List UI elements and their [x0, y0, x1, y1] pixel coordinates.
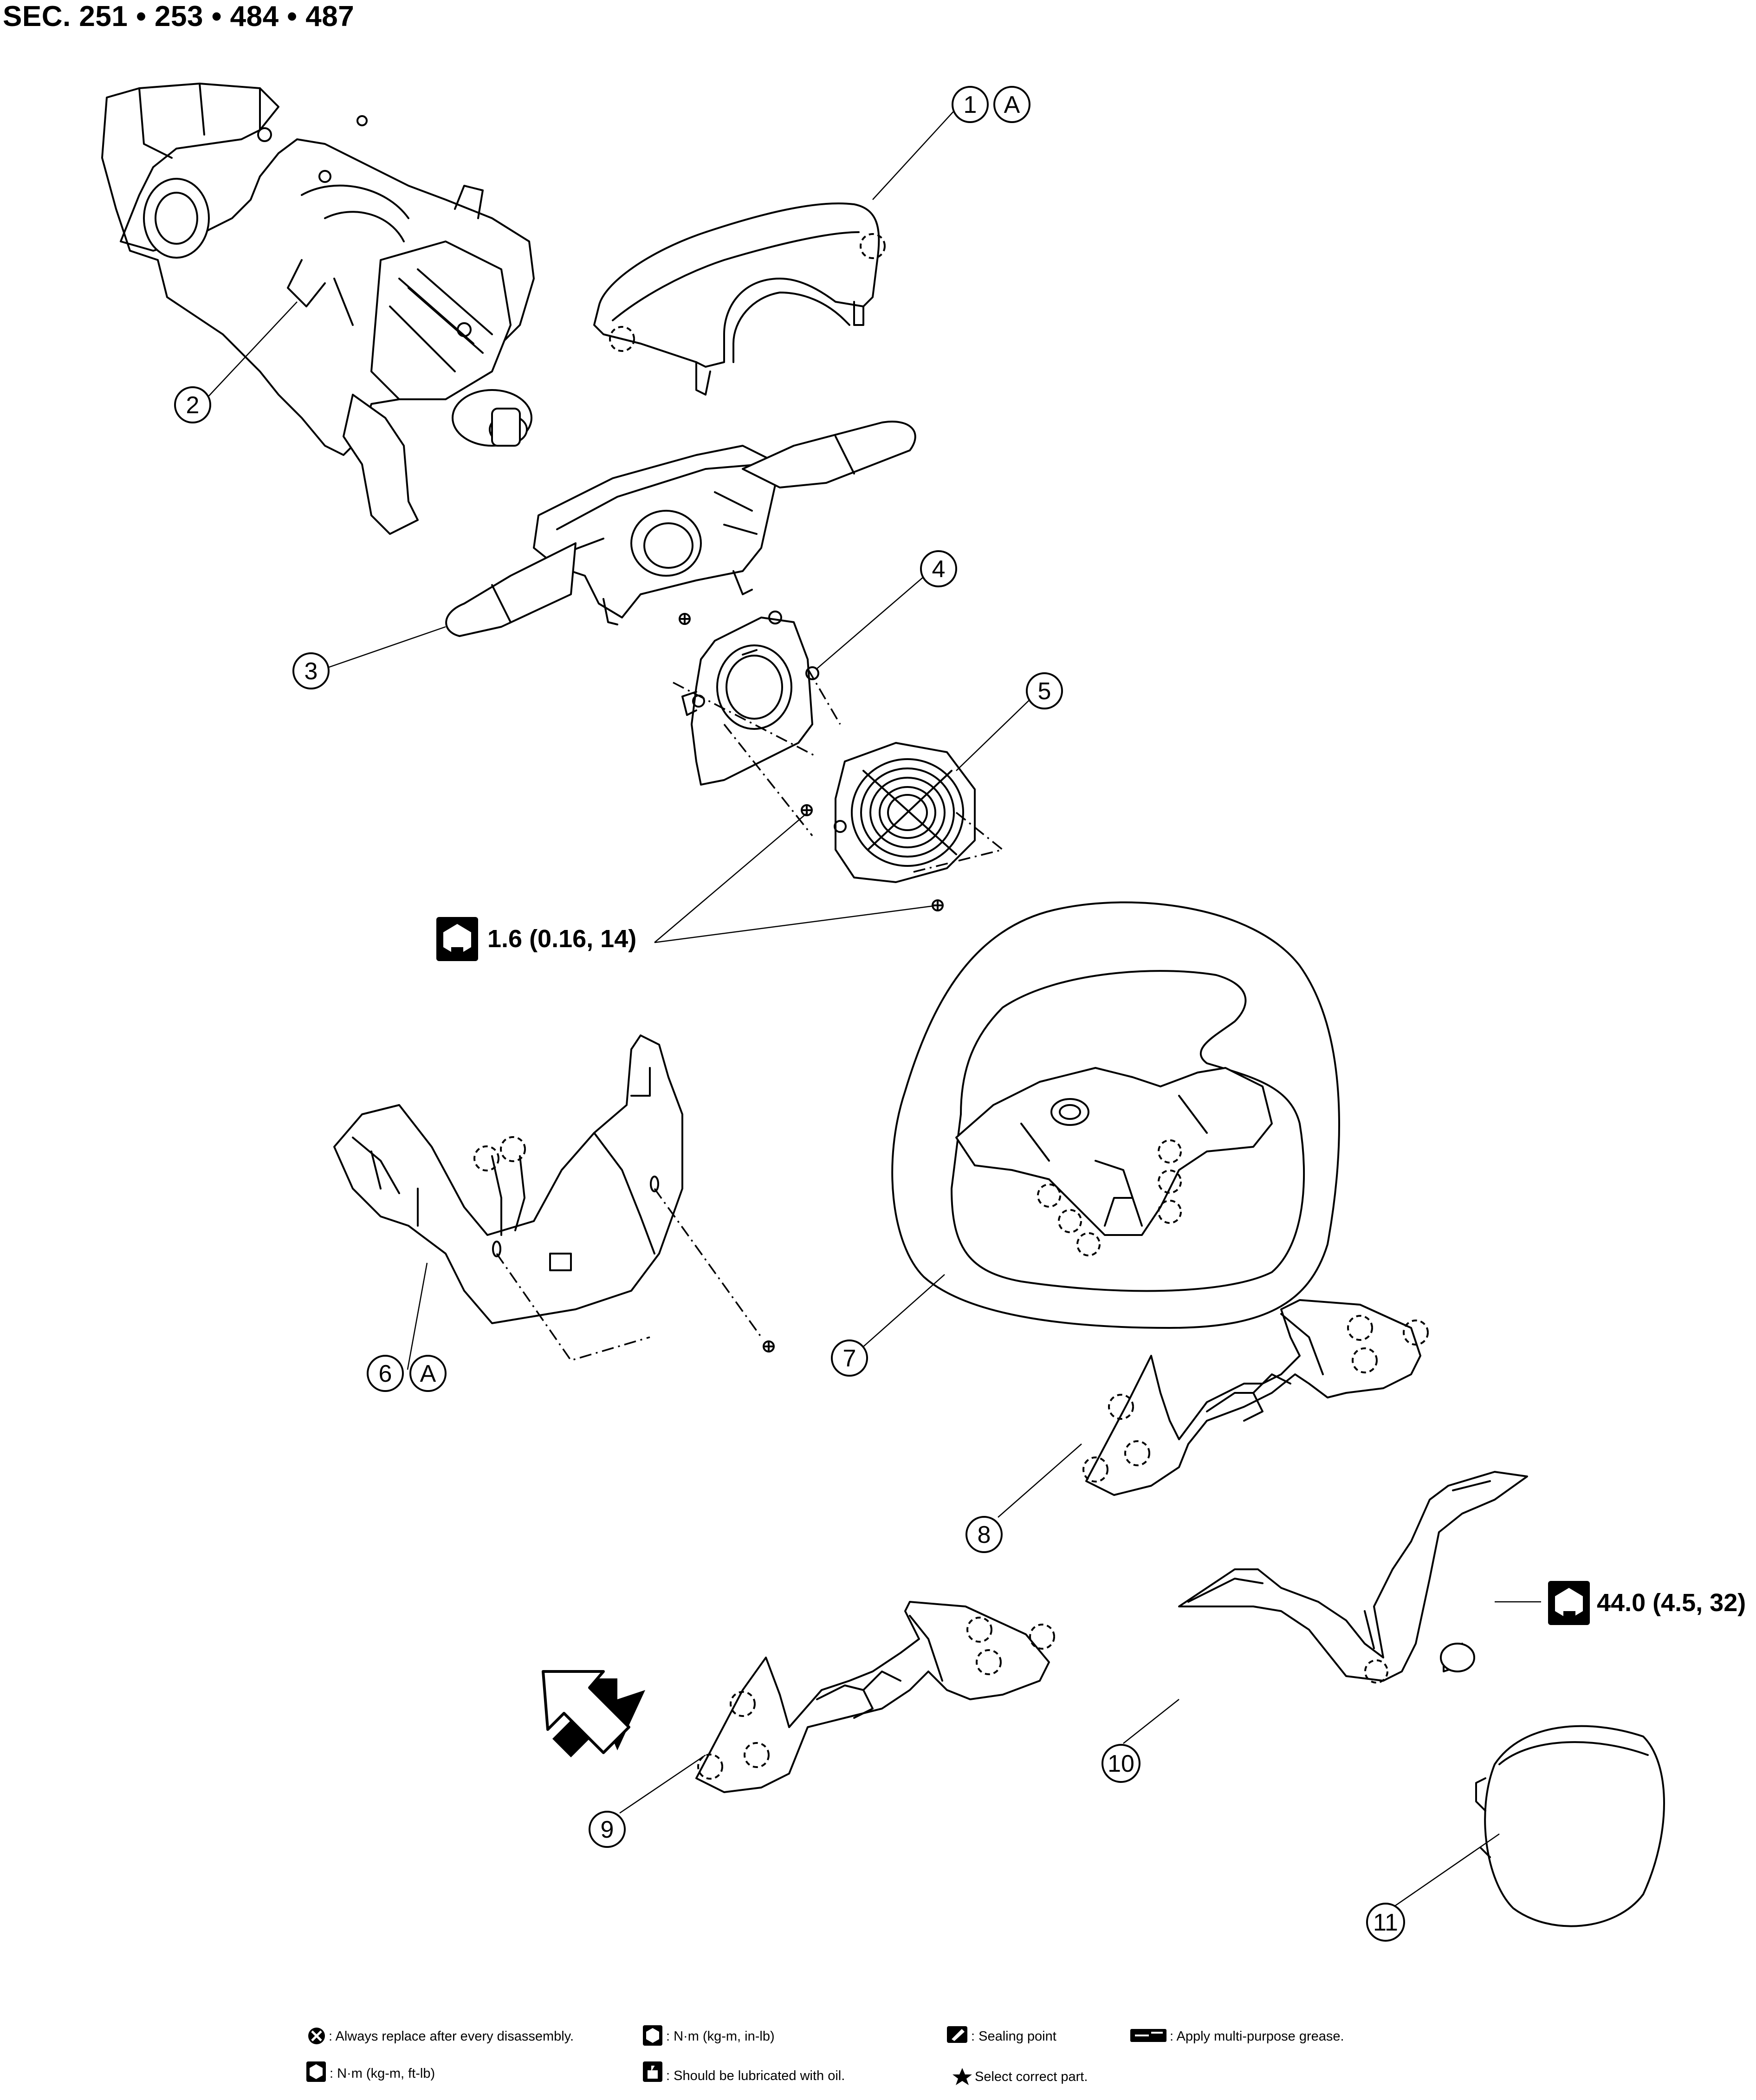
svg-text:1: 1 — [964, 91, 977, 118]
section-title: SEC. 251 • 253 • 484 • 487 — [3, 0, 355, 33]
svg-text:6: 6 — [379, 1360, 392, 1387]
svg-text:: N·m (kg-m, ft-lb): : N·m (kg-m, ft-lb) — [330, 2066, 435, 2081]
svg-text:A: A — [1004, 91, 1020, 118]
callout-2: 2 — [174, 386, 211, 423]
svg-text:Select correct part.: Select correct part. — [975, 2069, 1088, 2084]
svg-text:1.6 (0.16, 14): 1.6 (0.16, 14) — [487, 925, 636, 953]
callout-8: 8 — [965, 1516, 1003, 1553]
steering-wheel-part — [891, 901, 1340, 1329]
spiral-cable-part — [834, 742, 1004, 911]
torque-wrench-icon — [643, 2025, 662, 2046]
svg-text:8: 8 — [978, 1521, 991, 1548]
svg-text:5: 5 — [1038, 678, 1051, 705]
cross-circle-icon — [308, 2028, 325, 2044]
svg-text:A: A — [420, 1360, 436, 1387]
legend: : Always replace after every disassembly… — [306, 2025, 1344, 2085]
torque-label-1: 1.6 (0.16, 14) — [436, 917, 636, 961]
steering-angle-sensor-part — [673, 611, 841, 837]
svg-text:: N·m (kg-m, in-lb): : N·m (kg-m, in-lb) — [666, 2029, 775, 2044]
svg-text:: Apply multi-purpose grease.: : Apply multi-purpose grease. — [1170, 2029, 1344, 2044]
svg-text:44.0 (4.5, 32): 44.0 (4.5, 32) — [1597, 1589, 1746, 1617]
torque-label-2: 44.0 (4.5, 32) — [1548, 1581, 1746, 1625]
callout-11: 11 — [1366, 1903, 1405, 1942]
oil-can-icon — [643, 2061, 662, 2082]
rear-cover-part — [1178, 1471, 1528, 1684]
svg-text:3: 3 — [305, 658, 318, 685]
steering-switch-upper-part — [1082, 1299, 1429, 1496]
grease-icon — [1130, 2029, 1166, 2042]
svg-text:: Always replace after every d: : Always replace after every disassembly… — [329, 2029, 574, 2044]
svg-text:: Sealing point: : Sealing point — [971, 2029, 1056, 2044]
callout-10: 10 — [1102, 1744, 1140, 1783]
sealing-icon — [947, 2026, 967, 2043]
callout-9: 9 — [589, 1811, 626, 1848]
svg-text:10: 10 — [1108, 1750, 1134, 1777]
svg-text:7: 7 — [843, 1345, 856, 1372]
steering-switch-lower-part — [695, 1601, 1055, 1793]
svg-text:2: 2 — [186, 392, 200, 419]
front-arrow-icon — [542, 1670, 645, 1757]
svg-text:9: 9 — [601, 1816, 614, 1843]
callout-6: 6 A — [367, 1355, 447, 1392]
callout-4: 4 — [920, 550, 957, 587]
steering-column-part — [101, 83, 535, 535]
callout-5: 5 — [1026, 672, 1063, 709]
column-cover-upper-part — [593, 202, 886, 396]
leader-lines — [206, 104, 1541, 1907]
callout-7: 7 — [831, 1339, 868, 1377]
column-cover-lower-part — [333, 1034, 775, 1362]
svg-text:4: 4 — [932, 556, 946, 583]
callout-1: 1 A — [952, 86, 1030, 123]
svg-text:11: 11 — [1373, 1909, 1398, 1936]
torque-wrench-icon — [306, 2061, 326, 2082]
callout-3: 3 — [292, 652, 330, 689]
svg-text:: Should be lubricated with oi: : Should be lubricated with oil. — [666, 2068, 845, 2083]
star-icon — [953, 2068, 972, 2085]
air-bag-module-part — [1475, 1725, 1665, 1927]
combination-switch-part — [445, 421, 916, 637]
